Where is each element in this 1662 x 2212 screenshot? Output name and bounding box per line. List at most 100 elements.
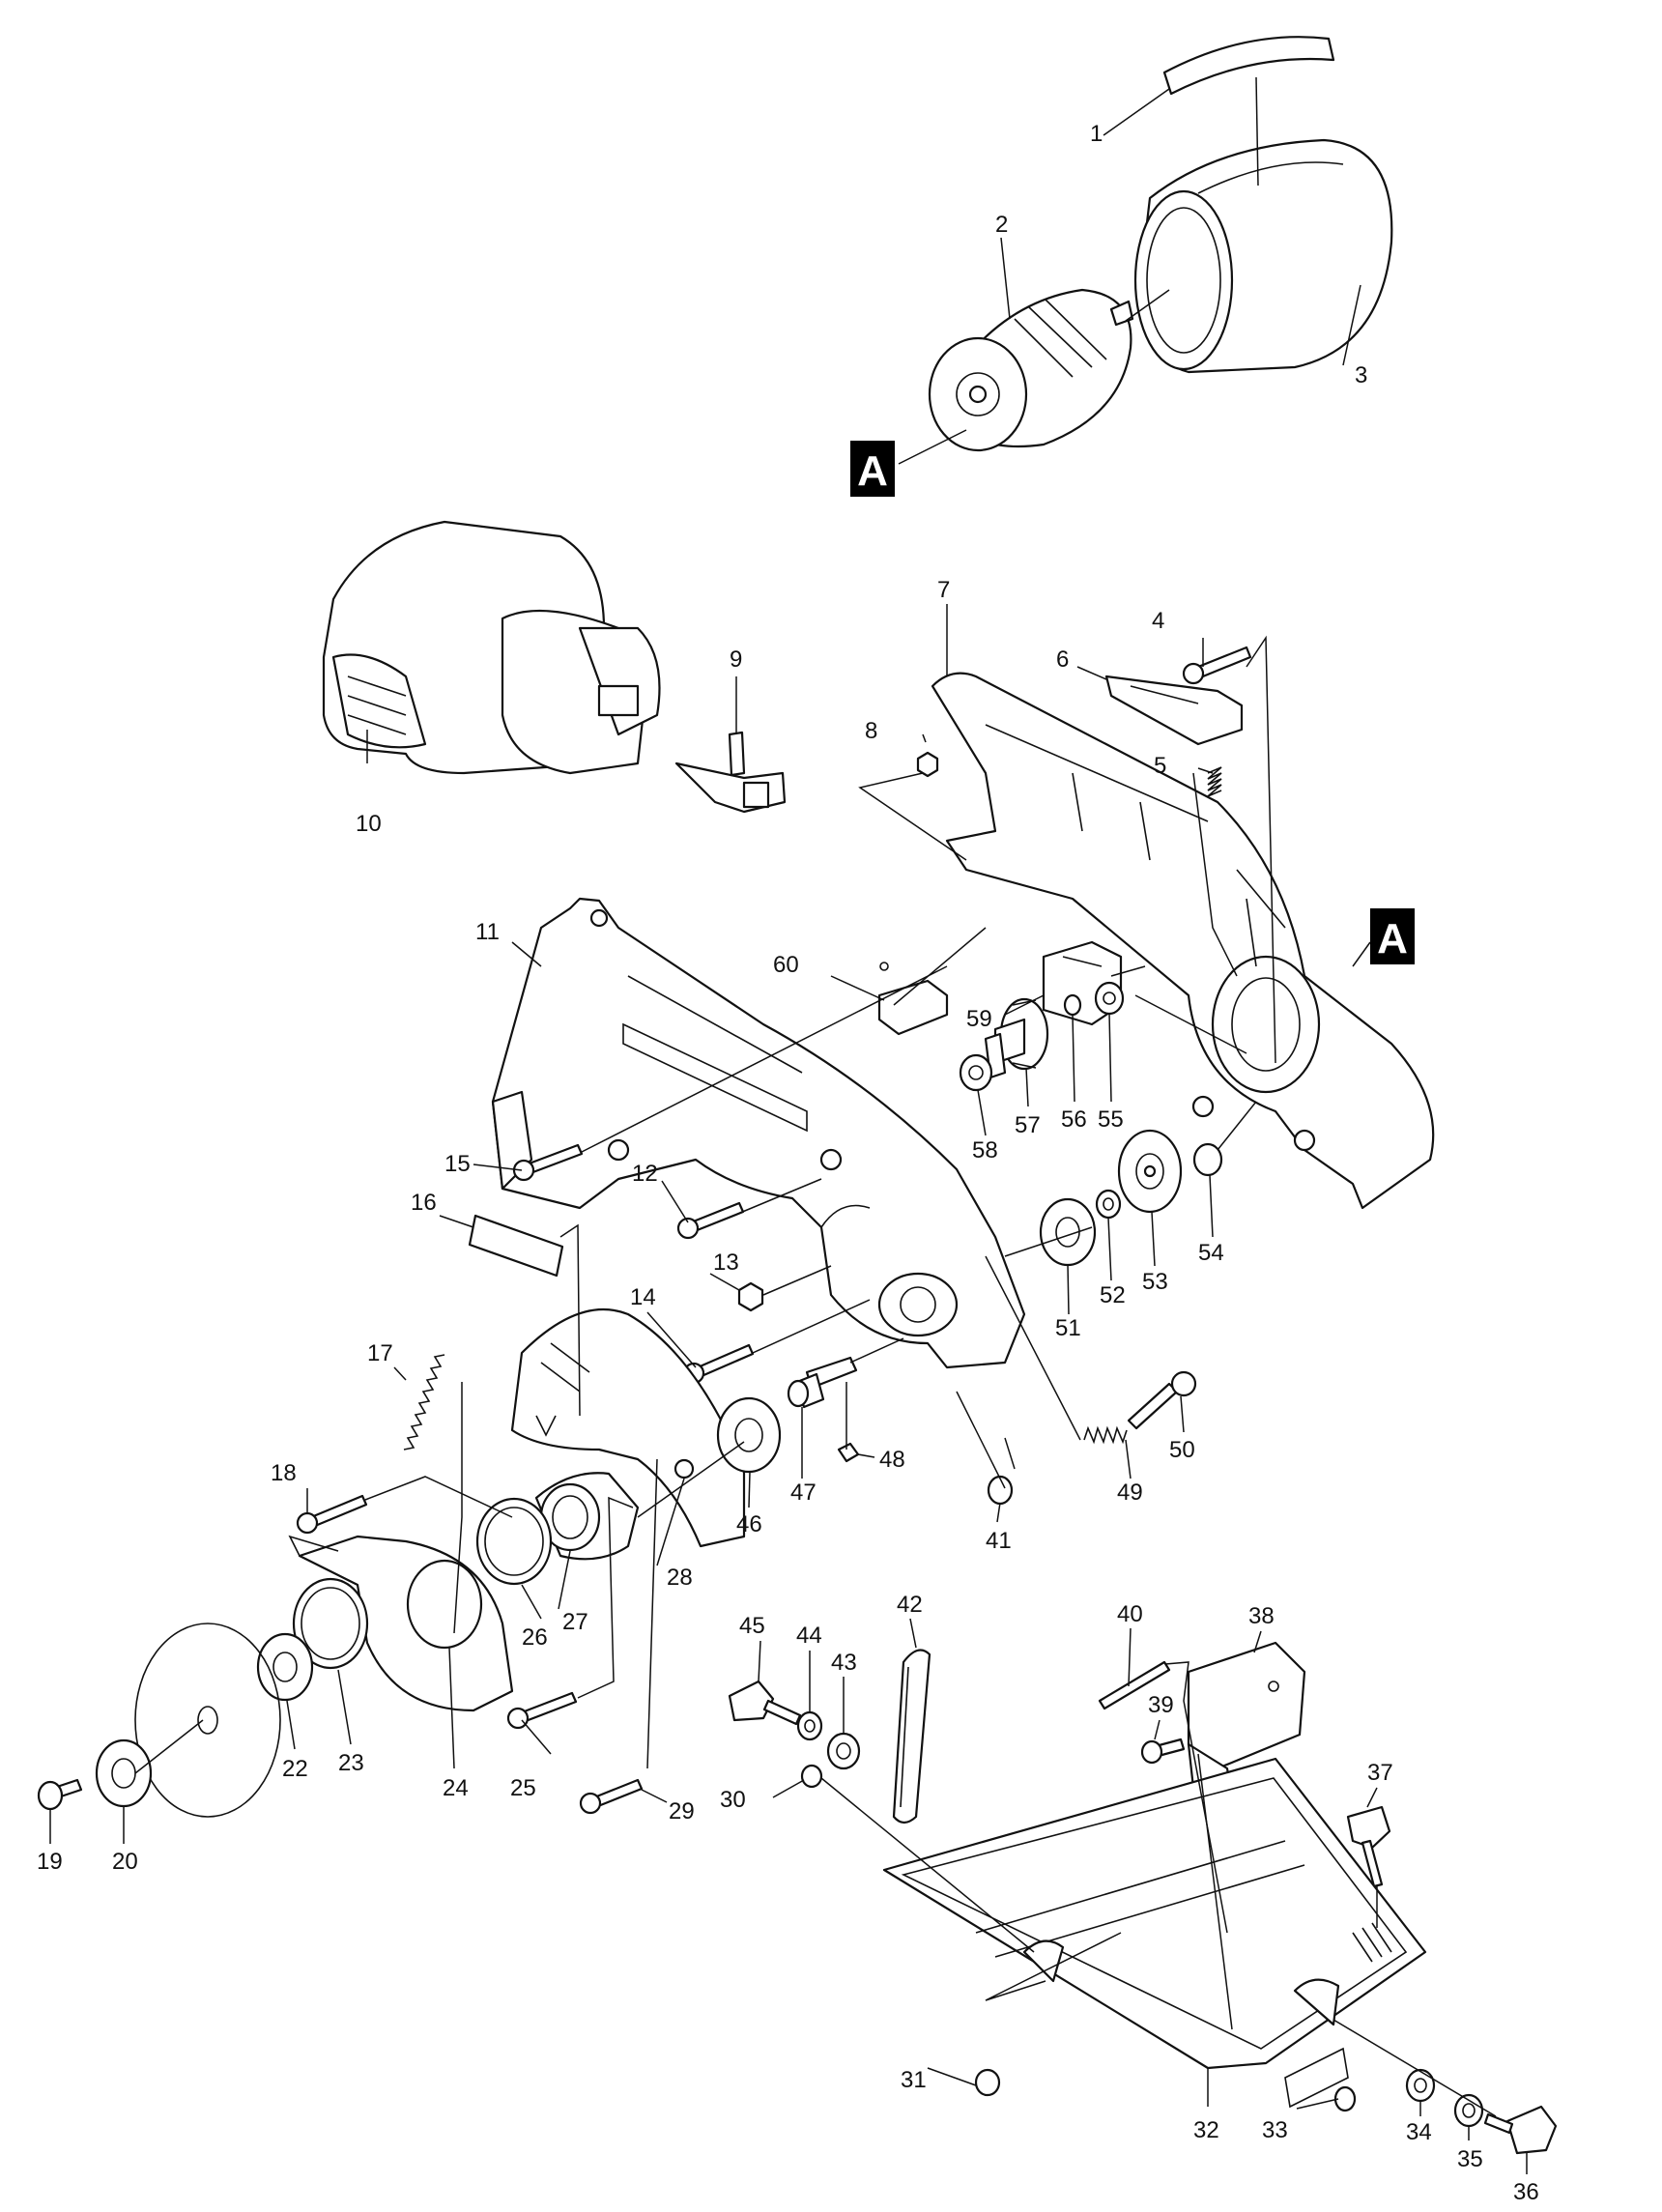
part-22-inner-flange xyxy=(256,1632,314,1702)
callout-33: 33 xyxy=(1262,2117,1288,2143)
callout-15: 15 xyxy=(444,1151,471,1177)
part-45-lever-screw xyxy=(728,1680,802,1726)
part-13-nut xyxy=(737,1281,764,1312)
callout-37: 37 xyxy=(1367,1760,1393,1786)
callout-27: 27 xyxy=(562,1609,588,1635)
part-16-label xyxy=(468,1214,564,1278)
part-54-retaining-ring xyxy=(1192,1142,1223,1177)
svg-text:A: A xyxy=(1377,915,1408,962)
callout-32: 32 xyxy=(1193,2117,1219,2143)
part-1-label-strip xyxy=(1162,36,1335,96)
part-17-spring xyxy=(403,1354,445,1451)
ref-a-housing: A xyxy=(1370,908,1415,964)
part-34-washer xyxy=(1405,2068,1436,2103)
part-7-housing-half xyxy=(931,672,1435,1210)
part-25-screw xyxy=(506,1691,578,1730)
leader-lines xyxy=(49,76,1528,2174)
part-57-gear xyxy=(984,997,1049,1079)
part-36-wing-bolt xyxy=(1483,2105,1558,2155)
callout-59: 59 xyxy=(966,1006,992,1032)
part-2-motor xyxy=(928,288,1134,452)
callout-19: 19 xyxy=(37,1849,63,1875)
callout-35: 35 xyxy=(1457,2146,1483,2172)
callout-36: 36 xyxy=(1513,2179,1539,2205)
part-46-bearing xyxy=(716,1396,782,1474)
callout-45: 45 xyxy=(739,1613,765,1639)
callout-29: 29 xyxy=(669,1798,695,1824)
part-30-nut xyxy=(800,1764,823,1789)
callout-10: 10 xyxy=(356,811,382,837)
callout-38: 38 xyxy=(1248,1603,1275,1629)
callout-44: 44 xyxy=(796,1623,822,1649)
callout-4: 4 xyxy=(1152,608,1164,634)
part-10-battery-pack xyxy=(322,520,661,775)
saw-blade xyxy=(134,1623,281,1818)
part-35-washer xyxy=(1453,2093,1484,2128)
callout-31: 31 xyxy=(901,2067,927,2093)
part-5-spring xyxy=(1207,766,1222,797)
part-49-spring xyxy=(1083,1425,1128,1445)
callout-42: 42 xyxy=(897,1592,923,1618)
part-44-washer xyxy=(796,1710,823,1741)
part-23-retaining-ring xyxy=(292,1577,369,1670)
callout-52: 52 xyxy=(1100,1282,1126,1308)
callout-18: 18 xyxy=(271,1460,297,1486)
callout-43: 43 xyxy=(831,1650,857,1676)
callout-54: 54 xyxy=(1198,1240,1224,1266)
callout-16: 16 xyxy=(411,1190,437,1216)
callout-30: 30 xyxy=(720,1787,746,1813)
part-56-retaining-ring xyxy=(1063,993,1082,1017)
callout-8: 8 xyxy=(865,718,877,744)
callout-60: 60 xyxy=(773,952,799,978)
callout-46: 46 xyxy=(736,1511,762,1537)
callout-53: 53 xyxy=(1142,1269,1168,1295)
part-39-screw xyxy=(1140,1738,1186,1765)
part-15-screw xyxy=(512,1143,584,1182)
callout-51: 51 xyxy=(1055,1315,1081,1341)
part-20-outer-flange xyxy=(95,1738,153,1808)
callout-12: 12 xyxy=(632,1161,658,1187)
part-43-washer xyxy=(826,1732,861,1770)
part-24-guard-plate xyxy=(288,1535,514,1712)
callout-55: 55 xyxy=(1098,1106,1124,1133)
callout-47: 47 xyxy=(790,1479,817,1506)
part-27-bearing-holder xyxy=(534,1472,640,1561)
part-40-pin xyxy=(1098,1660,1171,1710)
part-3-motor-housing xyxy=(1133,138,1393,374)
callout-48: 48 xyxy=(879,1447,905,1473)
part-29-screw xyxy=(579,1778,644,1815)
callout-22: 22 xyxy=(282,1756,308,1782)
part-50-pin xyxy=(1127,1370,1197,1430)
part-58-bearing xyxy=(959,1053,993,1092)
part-55-bearing xyxy=(1094,981,1125,1016)
ref-a-motor: A xyxy=(850,441,895,497)
part-41-retaining-ring xyxy=(987,1475,1014,1506)
part-12-screw xyxy=(676,1201,745,1240)
part-53-gear xyxy=(1117,1129,1183,1214)
callout-20: 20 xyxy=(112,1849,138,1875)
part-26-o-ring xyxy=(475,1497,553,1586)
callout-24: 24 xyxy=(443,1775,469,1801)
callout-2: 2 xyxy=(995,212,1008,238)
callout-7: 7 xyxy=(937,577,950,603)
callout-40: 40 xyxy=(1117,1601,1143,1627)
part-31-retaining-ring xyxy=(974,2068,1001,2097)
part-11-housing-half xyxy=(491,897,1026,1369)
part-60-micro-switch xyxy=(877,962,949,1036)
callout-1: 1 xyxy=(1090,121,1103,147)
part-52-washer xyxy=(1095,1189,1122,1220)
part-6-switch-lever xyxy=(1104,675,1244,746)
part-19-bolt xyxy=(37,1778,83,1811)
callout-28: 28 xyxy=(667,1565,693,1591)
part-9-terminal xyxy=(674,731,787,814)
callout-23: 23 xyxy=(338,1750,364,1776)
callout-49: 49 xyxy=(1117,1479,1143,1506)
callout-9: 9 xyxy=(730,646,742,673)
callout-50: 50 xyxy=(1169,1437,1195,1463)
callout-57: 57 xyxy=(1015,1112,1041,1138)
callout-39: 39 xyxy=(1148,1692,1174,1718)
callout-26: 26 xyxy=(522,1624,548,1651)
svg-text:A: A xyxy=(857,447,888,495)
callout-41: 41 xyxy=(986,1528,1012,1554)
